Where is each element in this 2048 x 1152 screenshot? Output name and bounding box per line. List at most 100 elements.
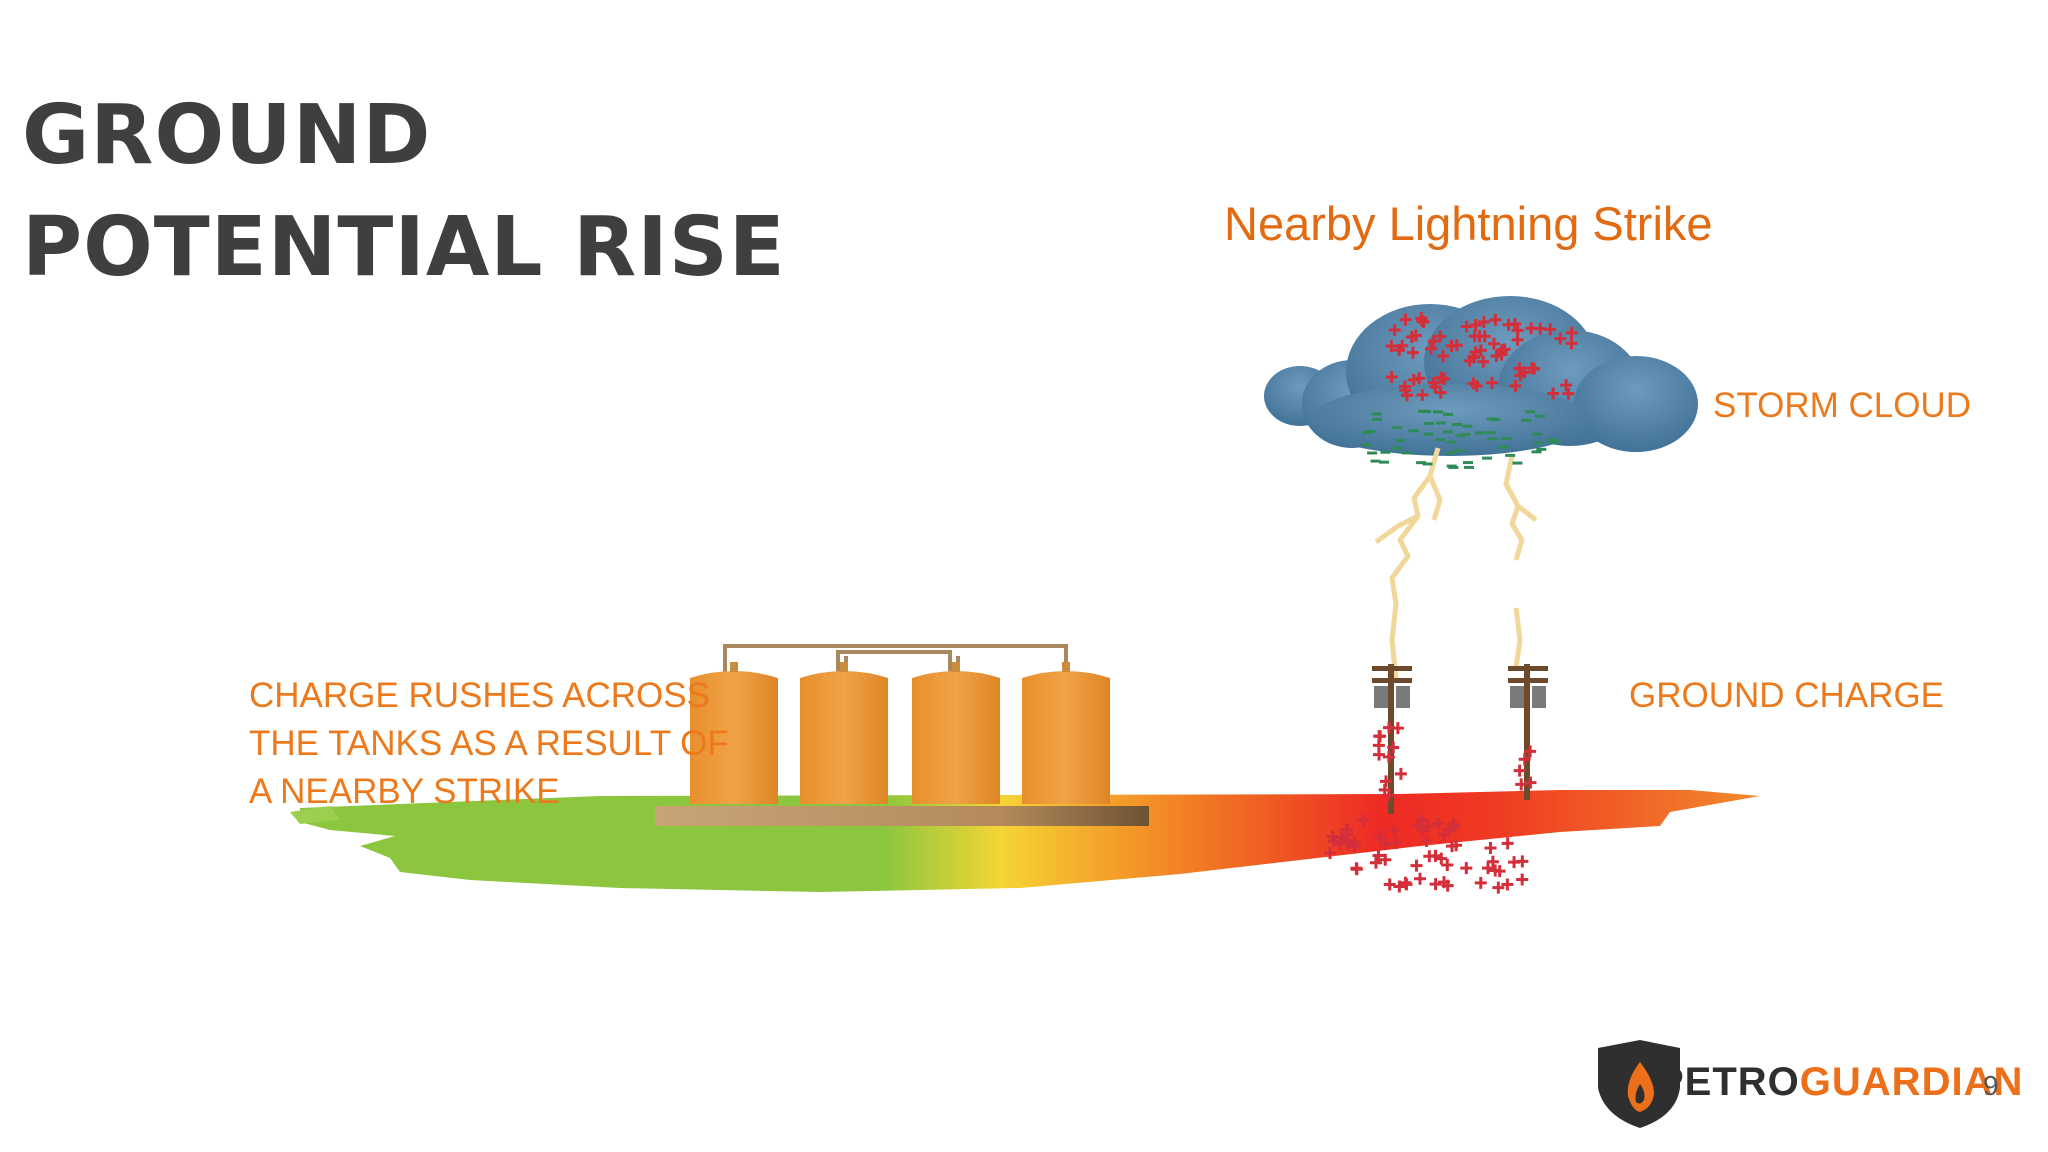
plus-charge-icon — [1434, 386, 1447, 399]
plus-charge-icon — [1432, 817, 1445, 830]
plus-charge-icon — [1324, 847, 1337, 860]
charge-label-line-2: THE TANKS AS A RESULT OF — [249, 724, 729, 763]
plus-charge-icon — [1474, 876, 1487, 889]
storage-tanks — [690, 662, 1110, 804]
plus-charge-icon — [1443, 823, 1456, 836]
plus-charge-icon — [1390, 836, 1403, 849]
plus-charge-icon — [1335, 831, 1348, 844]
plus-charge-icon — [1435, 371, 1448, 384]
plus-charge-icon — [1489, 313, 1502, 326]
plus-charge-icon — [1501, 878, 1514, 891]
plus-charge-icon — [1434, 330, 1447, 343]
plus-charge-icon — [1513, 764, 1526, 777]
plus-charge-icon — [1493, 865, 1506, 878]
plus-charge-icon — [1501, 837, 1514, 850]
plus-charge-icon — [1388, 824, 1401, 837]
plus-charge-icon — [1341, 837, 1354, 850]
flame-shield-icon — [1598, 1040, 1680, 1128]
petroguardian-logo-text: PETROGUARDIAN — [1657, 1060, 2023, 1105]
tank-piping — [723, 644, 1068, 676]
plus-charge-icon — [1388, 324, 1401, 337]
plus-charge-icon — [1409, 329, 1422, 342]
plus-charge-icon — [1400, 389, 1413, 402]
plus-charge-icon — [1526, 361, 1538, 374]
plus-charge-icon — [1379, 837, 1392, 850]
title-line-1: GROUND — [22, 88, 432, 183]
plus-charge-icon — [1410, 859, 1423, 872]
storage-tank — [800, 662, 888, 804]
charge-label-line-1: CHARGE RUSHES ACROSS — [249, 676, 710, 715]
cloud-negative-charges — [1360, 409, 1560, 469]
logo-text-guardian: GUARDIAN — [1799, 1060, 2024, 1104]
storage-tank — [1022, 662, 1110, 804]
plus-charge-icon — [1415, 312, 1428, 325]
plus-charge-icon — [1380, 775, 1393, 788]
plus-charge-icon — [1477, 316, 1490, 329]
plus-charge-icon — [1413, 872, 1426, 885]
plus-charge-icon — [1445, 339, 1458, 352]
plus-charge-icon — [1486, 376, 1499, 389]
plus-charge-icon — [1385, 340, 1398, 353]
plus-charge-icon — [1460, 862, 1473, 875]
plus-charge-icon — [1509, 379, 1522, 392]
plus-charge-icon — [1492, 881, 1505, 894]
plus-charge-icon — [1424, 342, 1437, 355]
plus-charge-icon — [1406, 346, 1419, 359]
plus-charge-icon — [1460, 320, 1473, 333]
ground-positive-charges — [1324, 721, 1537, 894]
ground-charge-label: GROUND CHARGE — [1629, 676, 1945, 715]
plus-charge-icon — [1423, 850, 1436, 863]
plus-charge-icon — [1382, 750, 1395, 763]
storm-cloud-label: STORM CLOUD — [1713, 386, 1971, 425]
plus-charge-icon — [1348, 836, 1361, 849]
plus-charge-icon — [1516, 855, 1529, 868]
plus-charge-icon — [1511, 333, 1524, 346]
plus-charge-icon — [1416, 388, 1429, 401]
plus-charge-icon — [1391, 722, 1404, 735]
plus-charge-icon — [1474, 344, 1487, 357]
plus-charge-icon — [1518, 753, 1531, 766]
plus-charge-icon — [1420, 835, 1433, 848]
plus-charge-icon — [1560, 379, 1573, 392]
title-line-2: POTENTIAL RISE — [22, 200, 786, 295]
storage-tank — [912, 662, 1000, 804]
plus-charge-icon — [1473, 330, 1486, 343]
logo-text-petro: PETRO — [1657, 1060, 1800, 1104]
plus-charge-icon — [1393, 880, 1406, 893]
plus-charge-icon — [1399, 313, 1412, 326]
plus-charge-icon — [1562, 387, 1575, 400]
plus-charge-icon — [1554, 332, 1567, 345]
plus-charge-icon — [1515, 778, 1528, 791]
plus-charge-icon — [1534, 322, 1547, 335]
plus-charge-icon — [1487, 337, 1500, 350]
plus-charge-icon — [1438, 876, 1451, 889]
plus-charge-icon — [1394, 767, 1407, 780]
plus-charge-icon — [1524, 776, 1537, 789]
plus-charge-icon — [1450, 839, 1463, 852]
page-title: GROUND POTENTIAL RISE — [22, 80, 786, 304]
plus-charge-icon — [1369, 856, 1382, 869]
plus-charge-icon — [1516, 873, 1529, 886]
plus-charge-icon — [1350, 862, 1363, 875]
plus-charge-icon — [1502, 318, 1515, 331]
utility-pole — [1372, 664, 1412, 814]
plus-charge-icon — [1565, 326, 1578, 339]
plus-charge-icon — [1372, 849, 1385, 862]
charge-label-line-3: A NEARBY STRIKE — [249, 772, 560, 811]
plus-charge-icon — [1495, 348, 1508, 361]
plus-charge-icon — [1385, 370, 1398, 383]
charge-rushes-label: CHARGE RUSHES ACROSS THE TANKS AS A RESU… — [249, 672, 729, 816]
plus-charge-icon — [1441, 858, 1454, 871]
plus-charge-icon — [1427, 335, 1440, 348]
plus-charge-icon — [1407, 373, 1420, 386]
storage-tank — [690, 662, 778, 804]
plus-charge-icon — [1422, 820, 1435, 833]
plus-charge-icon — [1477, 355, 1490, 368]
tank-pad — [655, 806, 1149, 826]
plus-charge-icon — [1340, 823, 1353, 836]
plus-charge-icon — [1565, 337, 1578, 350]
plus-charge-icon — [1547, 387, 1560, 400]
plus-charge-icon — [1383, 878, 1396, 891]
plus-charge-icon — [1373, 830, 1386, 843]
plus-charge-icon — [1486, 855, 1499, 868]
